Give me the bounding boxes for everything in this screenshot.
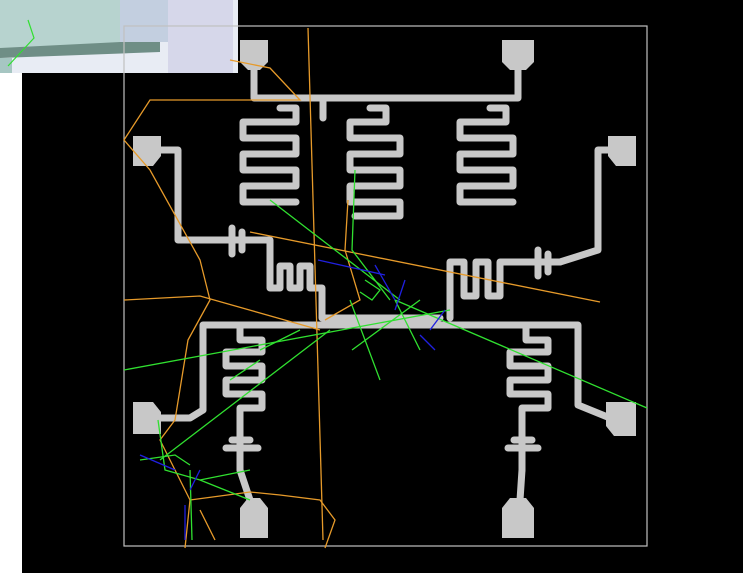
bond-pad-top-left [240,40,268,70]
bond-pad-bottom-left [240,498,268,538]
green-rays [123,169,648,541]
bond-pad-top-right [502,40,534,70]
ray-overlay [123,27,648,549]
bond-pad-right-lower [606,402,636,436]
bond-pad-right-upper [608,136,636,166]
blue-rays [139,259,446,540]
board-outline [123,25,648,547]
bond-pads [133,40,636,538]
bond-pad-bottom-right [502,498,534,538]
bond-pad-left-lower [133,402,161,434]
orange-rays [123,27,601,549]
metal-layer [147,61,624,504]
3d-preview-thumbnail[interactable] [0,0,238,73]
